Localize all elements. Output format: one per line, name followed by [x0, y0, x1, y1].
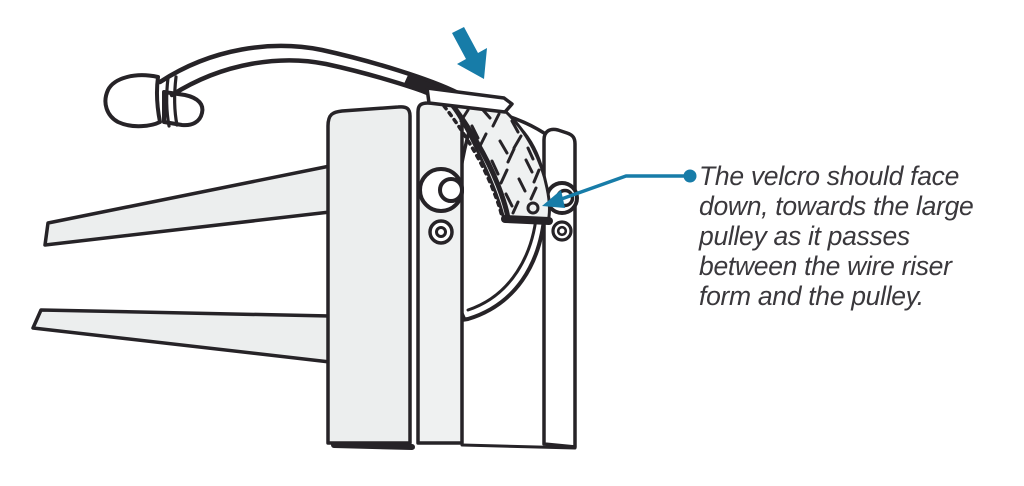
velcro-edge-serration	[442, 104, 504, 220]
front-column-foot	[331, 442, 415, 450]
body-bolts	[418, 167, 579, 245]
velcro-end-bar	[501, 215, 553, 225]
annotation-line: form and the pulley.	[699, 281, 924, 311]
front-column	[326, 105, 412, 445]
base-line	[460, 443, 577, 450]
buckle-tab	[162, 90, 205, 128]
annotation-line: The velcro should face	[699, 161, 960, 191]
bolt-large-inner	[438, 177, 464, 203]
right-column	[542, 127, 577, 449]
strap-clamp-bar	[425, 86, 514, 114]
annotation-line: pulley as it passes	[699, 221, 910, 251]
buckle-loop	[103, 73, 162, 129]
velcro-hole	[526, 201, 540, 215]
riser-arms	[31, 164, 332, 364]
velcro-texture-dashes	[459, 108, 541, 215]
down-arrow-icon	[452, 27, 487, 79]
bolt-right-small-inner	[556, 225, 568, 237]
velcro-edge-serrated-base	[447, 99, 511, 222]
annotation-line: between the wire riser	[699, 251, 952, 281]
annotation-text: The velcro should face down, towards the…	[699, 161, 1019, 311]
buckle-keeper-1	[165, 76, 171, 128]
annotation-line: down, towards the large	[699, 191, 974, 221]
callouts	[452, 27, 697, 208]
riser-arm-upper	[43, 164, 332, 247]
leader-arrowhead-icon	[542, 190, 565, 208]
leader-dot	[683, 169, 697, 183]
riser-arm-lower	[31, 308, 332, 364]
leader-line	[551, 174, 692, 204]
strap-band-upper	[157, 43, 461, 96]
buckle-keeper-2	[173, 75, 179, 127]
velcro-strap	[425, 86, 553, 225]
mid-column	[416, 100, 464, 445]
bolt-small-inner	[435, 226, 447, 238]
